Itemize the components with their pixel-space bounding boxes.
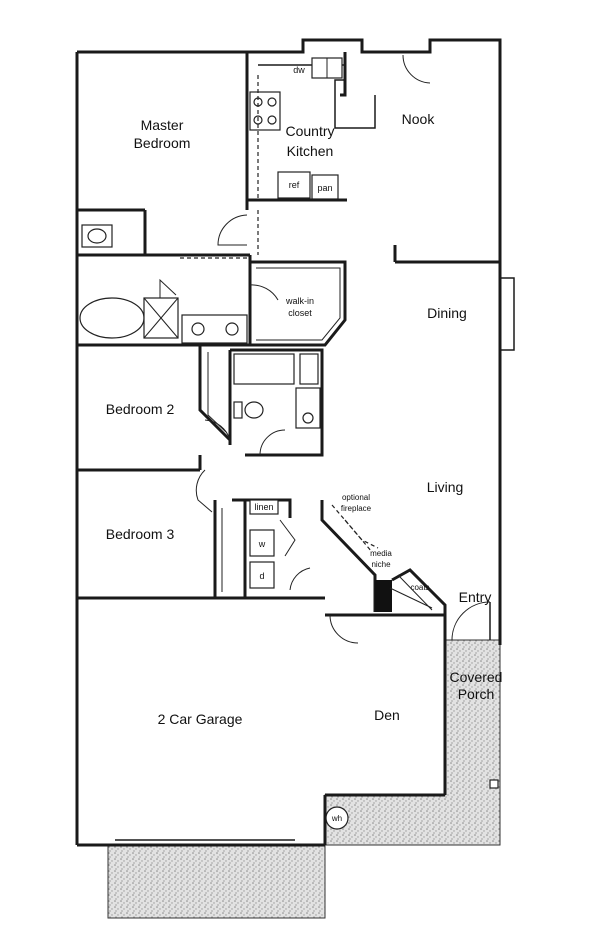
hall-toilet (244, 401, 264, 419)
label-master-1: Master (141, 117, 184, 133)
dryer (249, 561, 275, 589)
hall-bathtub (233, 353, 295, 385)
label-master-2: Bedroom (134, 135, 191, 151)
label-dining: Dining (427, 305, 467, 321)
label-linen: linen (254, 502, 273, 512)
dining-window (499, 277, 515, 351)
label-entry: Entry (459, 589, 492, 605)
label-nook: Nook (402, 111, 436, 127)
label-coats: coats (410, 583, 429, 592)
pantry (311, 174, 339, 200)
vanity (181, 314, 248, 344)
label-wh: wh (331, 814, 342, 823)
label-porch-2: Porch (458, 686, 495, 702)
master-bedroom-walls (77, 52, 249, 255)
label-ref: ref (289, 180, 300, 190)
driveway-area (107, 639, 501, 919)
cooktop (249, 91, 281, 131)
fireplace-area (320, 500, 447, 644)
label-fireplace-1: optional (342, 493, 370, 502)
label-kitchen-2: Kitchen (287, 143, 334, 159)
bedroom-walls (77, 455, 325, 600)
media-niche-block (375, 580, 392, 612)
refrigerator (277, 171, 311, 199)
label-washer: w (258, 539, 266, 549)
country-kitchen (217, 52, 376, 255)
label-fireplace-2: fireplace (341, 504, 372, 513)
nook-partition (393, 54, 500, 264)
label-closet-1: walk-in (285, 296, 314, 306)
label-bedroom2: Bedroom 2 (106, 401, 175, 417)
label-bedroom3: Bedroom 3 (106, 526, 175, 542)
label-dw: dw (293, 65, 305, 75)
linen-closet (249, 499, 279, 515)
label-dryer: d (259, 571, 264, 581)
label-porch-1: Covered (450, 669, 503, 685)
label-garage: 2 Car Garage (158, 711, 243, 727)
label-niche-2: niche (371, 560, 391, 569)
master-bath (77, 224, 252, 347)
exterior-walls (75, 38, 515, 847)
label-den: Den (374, 707, 400, 723)
hall-bath (198, 345, 324, 457)
label-kitchen-1: Country (285, 123, 334, 139)
walk-in-closet (249, 260, 347, 347)
entry-door (451, 601, 499, 789)
label-pan: pan (317, 183, 332, 193)
label-niche-1: media (370, 549, 392, 558)
washer (249, 529, 275, 557)
water-heater (323, 795, 349, 845)
bathtub (79, 297, 145, 339)
label-living: Living (427, 479, 464, 495)
laundry (221, 498, 311, 598)
label-closet-2: closet (288, 308, 312, 318)
